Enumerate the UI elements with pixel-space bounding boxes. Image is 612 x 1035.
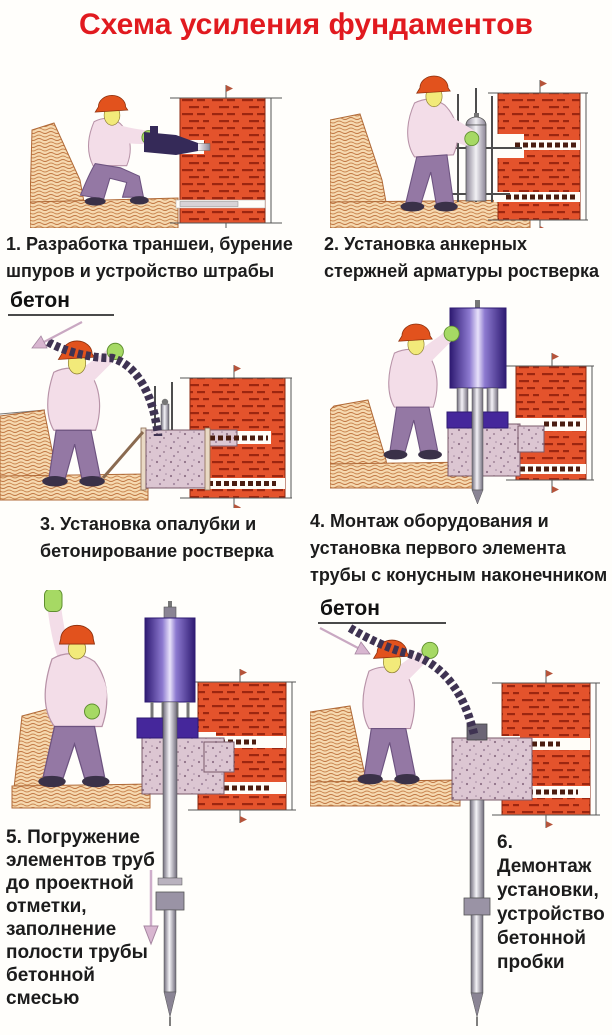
formwork-and-grillage	[101, 382, 268, 491]
trench-soil	[330, 399, 476, 489]
step-2-illustration-anchor-rods	[330, 68, 588, 228]
beton-label-step3: бетон	[8, 289, 114, 316]
concrete-grillage	[451, 737, 533, 801]
concrete-hose	[347, 624, 479, 736]
pipe-sections-with-couplings	[155, 701, 185, 1026]
cone-tipped-pipe	[471, 387, 484, 505]
brick-foundation-wall	[488, 79, 588, 228]
step-5-illustration-pipe-jacking	[11, 590, 296, 1026]
concrete-hose	[45, 338, 163, 437]
step-1-caption: 1. Разработка траншеи, бурение шпуров и …	[6, 234, 293, 281]
step-4-illustration-rig-mounting	[330, 300, 594, 505]
trench-soil	[330, 113, 531, 228]
beton-arrow-icon-step3	[31, 321, 83, 349]
trench-soil	[30, 122, 179, 228]
step-5-caption: 5. Погружение элементов труб до проектно…	[6, 827, 155, 1009]
page-title: Схема усиления фундаментов	[79, 8, 533, 41]
step-4-caption: 4. Монтаж оборудования и установка перво…	[310, 511, 608, 585]
beton-label-step6: бетон	[318, 597, 446, 624]
worker-signalling	[38, 590, 109, 787]
step-3-caption: 3. Установка опалубки и бетонирование ро…	[40, 514, 274, 561]
jacking-direction-arrow-icon	[143, 870, 159, 946]
concrete-grillage	[447, 423, 545, 477]
step-6-caption: 6. Демонтаж установки, устройство бетонн…	[497, 832, 605, 973]
brick-foundation-wall	[170, 84, 282, 228]
pipe-with-coupling-and-tip	[463, 723, 491, 1026]
step-6-illustration-concrete-plug	[310, 624, 600, 1026]
jacking-rig	[136, 601, 199, 739]
brick-foundation-wall	[506, 352, 594, 494]
trench-soil	[310, 705, 461, 807]
step-3-illustration-concreting	[0, 318, 292, 508]
beton-arrow-icon-step6	[319, 627, 371, 655]
trench-soil	[0, 409, 149, 501]
step-1-illustration-drilling	[30, 84, 282, 228]
step-2-caption: 2. Установка анкерных стержней арматуры …	[324, 234, 600, 281]
hammer-drill-icon	[144, 126, 211, 155]
concrete-grillage	[141, 737, 235, 795]
worker-pouring-concrete	[42, 341, 123, 487]
jacking-rig	[446, 300, 509, 429]
